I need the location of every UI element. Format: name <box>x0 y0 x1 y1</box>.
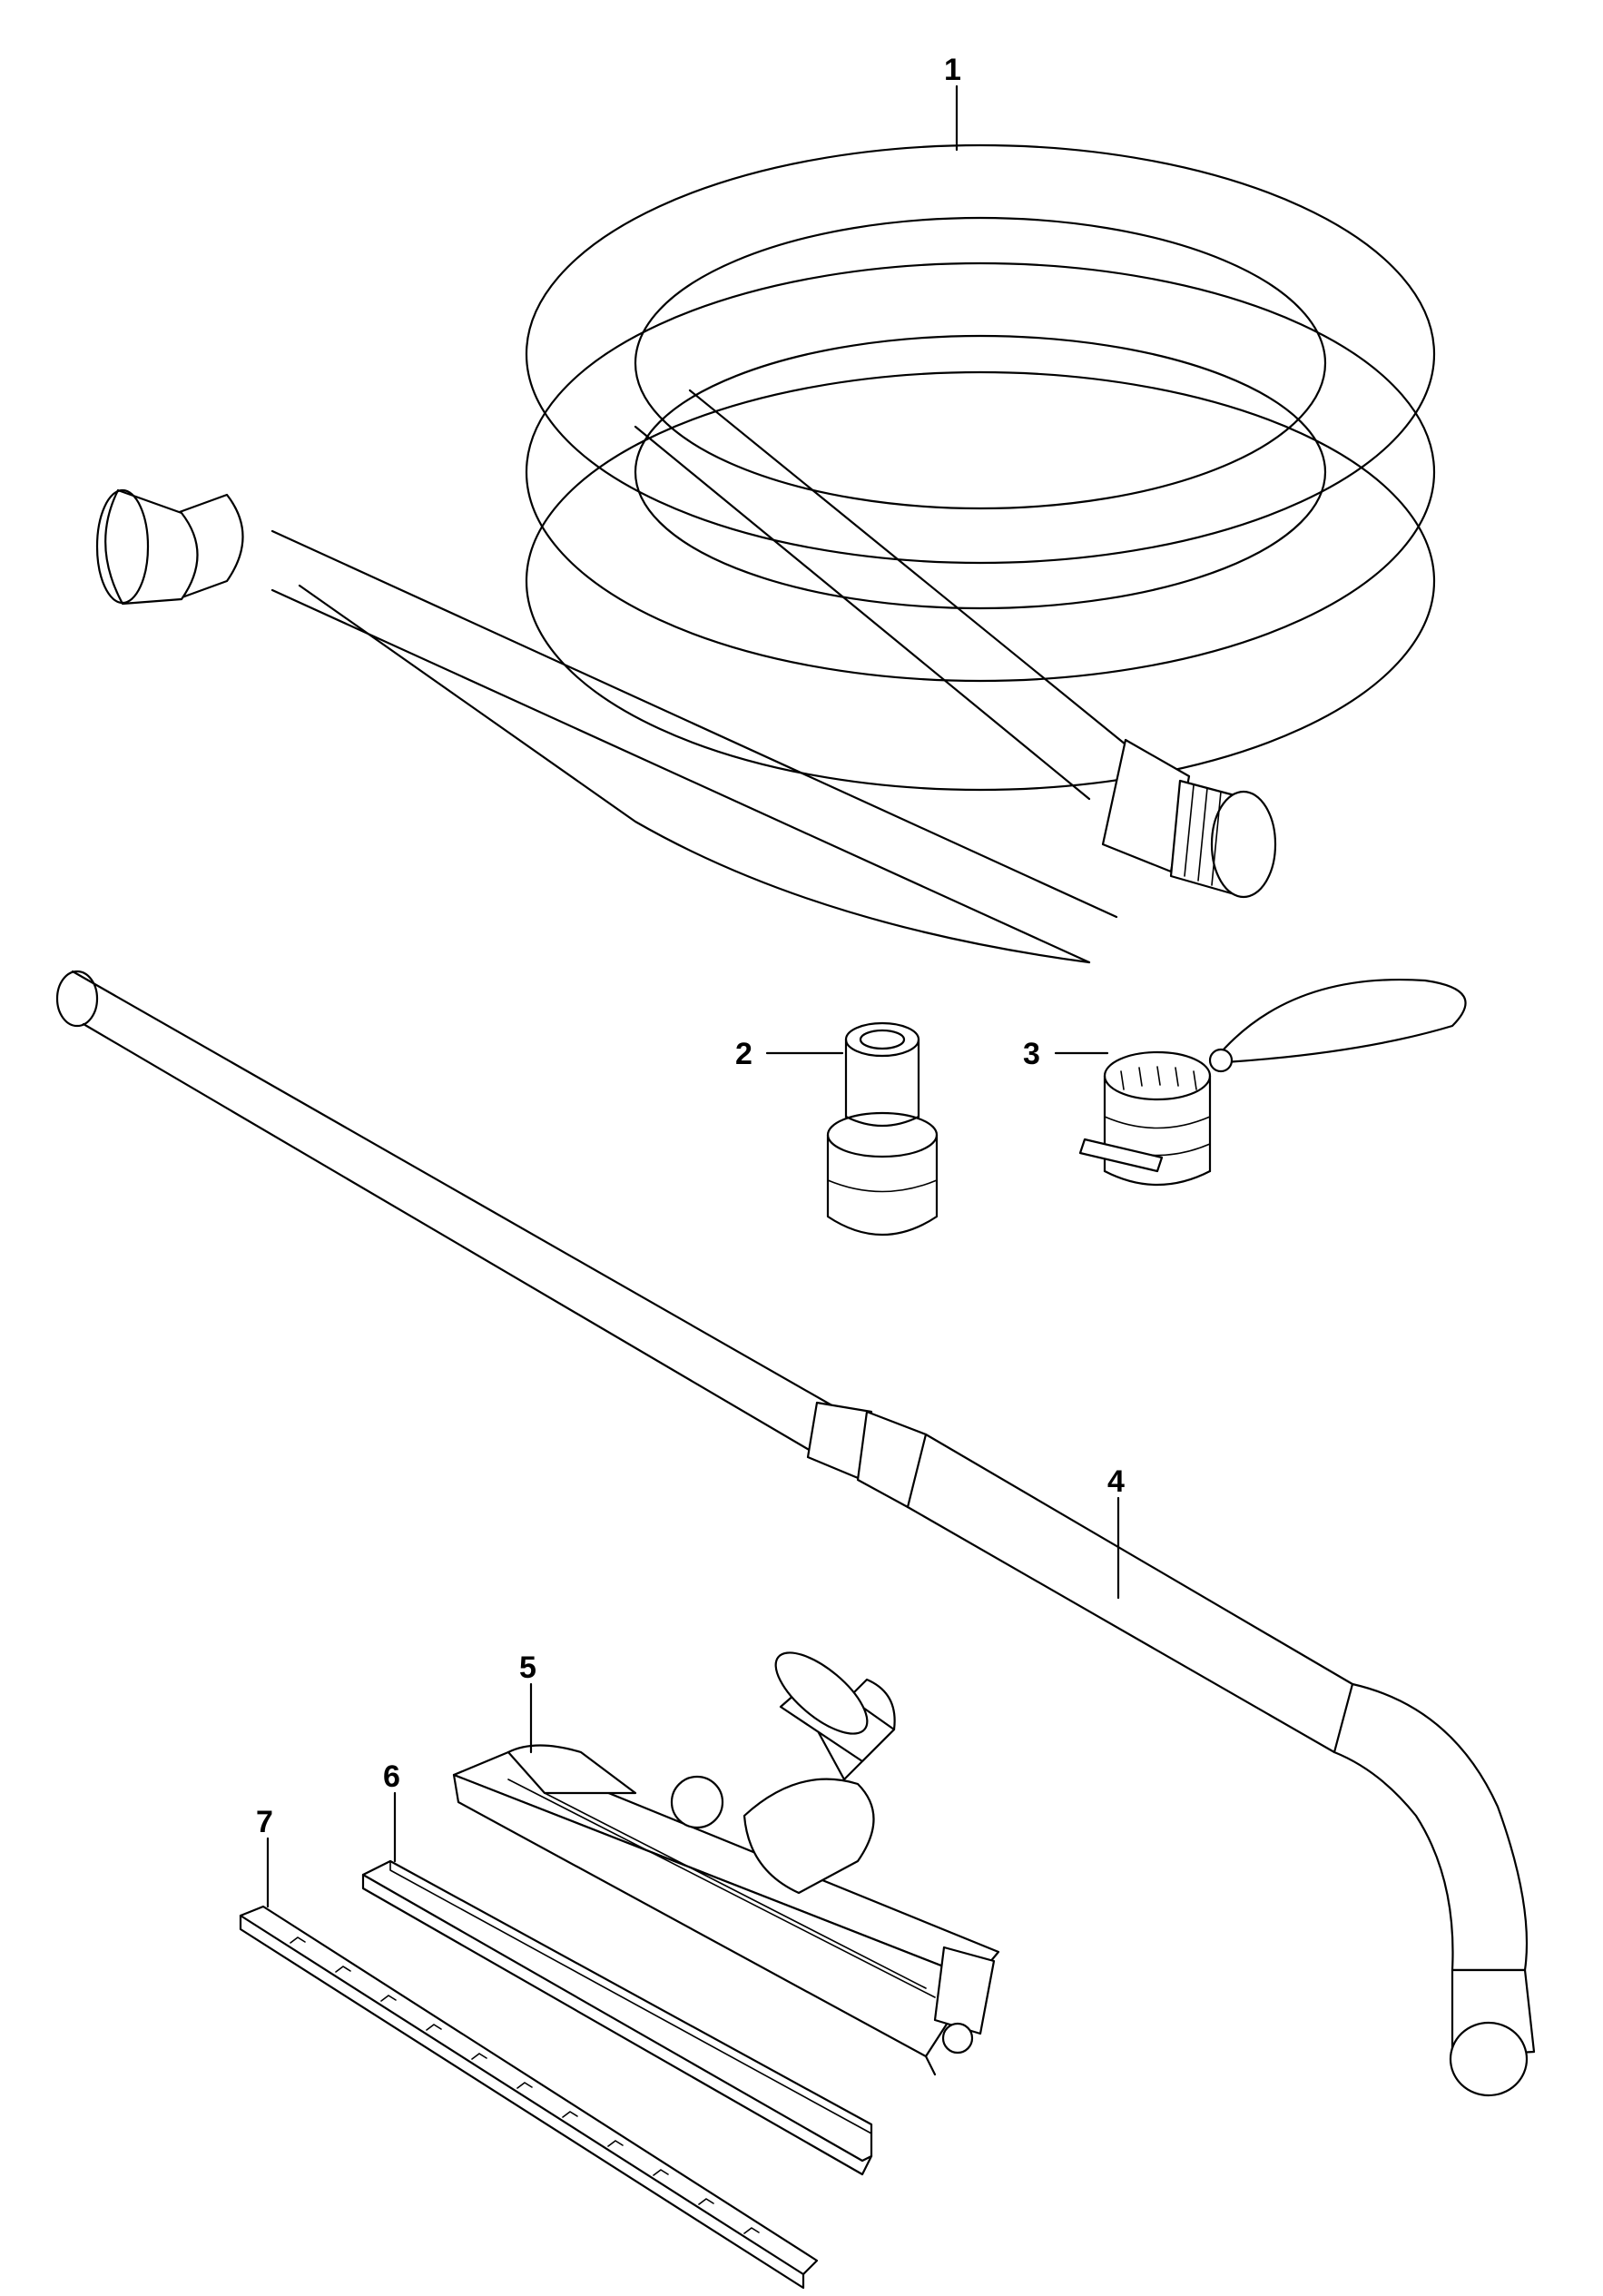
callout-6: 6 <box>383 1759 400 1794</box>
part-5-nozzle <box>452 1651 1000 2076</box>
part-1-hose <box>95 143 1436 964</box>
callout-2: 2 <box>735 1037 752 1071</box>
callout-leaders <box>266 84 1120 1908</box>
callout-1: 1 <box>944 53 961 87</box>
callout-4: 4 <box>1107 1464 1125 1499</box>
callout-7: 7 <box>256 1805 273 1839</box>
callout-5: 5 <box>519 1651 536 1685</box>
part-4-wand <box>55 970 1536 2097</box>
callout-3: 3 <box>1023 1037 1040 1071</box>
part-2-adapter <box>826 1021 939 1237</box>
part-6-strip <box>361 1859 873 2176</box>
part-7-notched-strip <box>239 1905 819 2290</box>
part-3-cap <box>1078 979 1467 1187</box>
